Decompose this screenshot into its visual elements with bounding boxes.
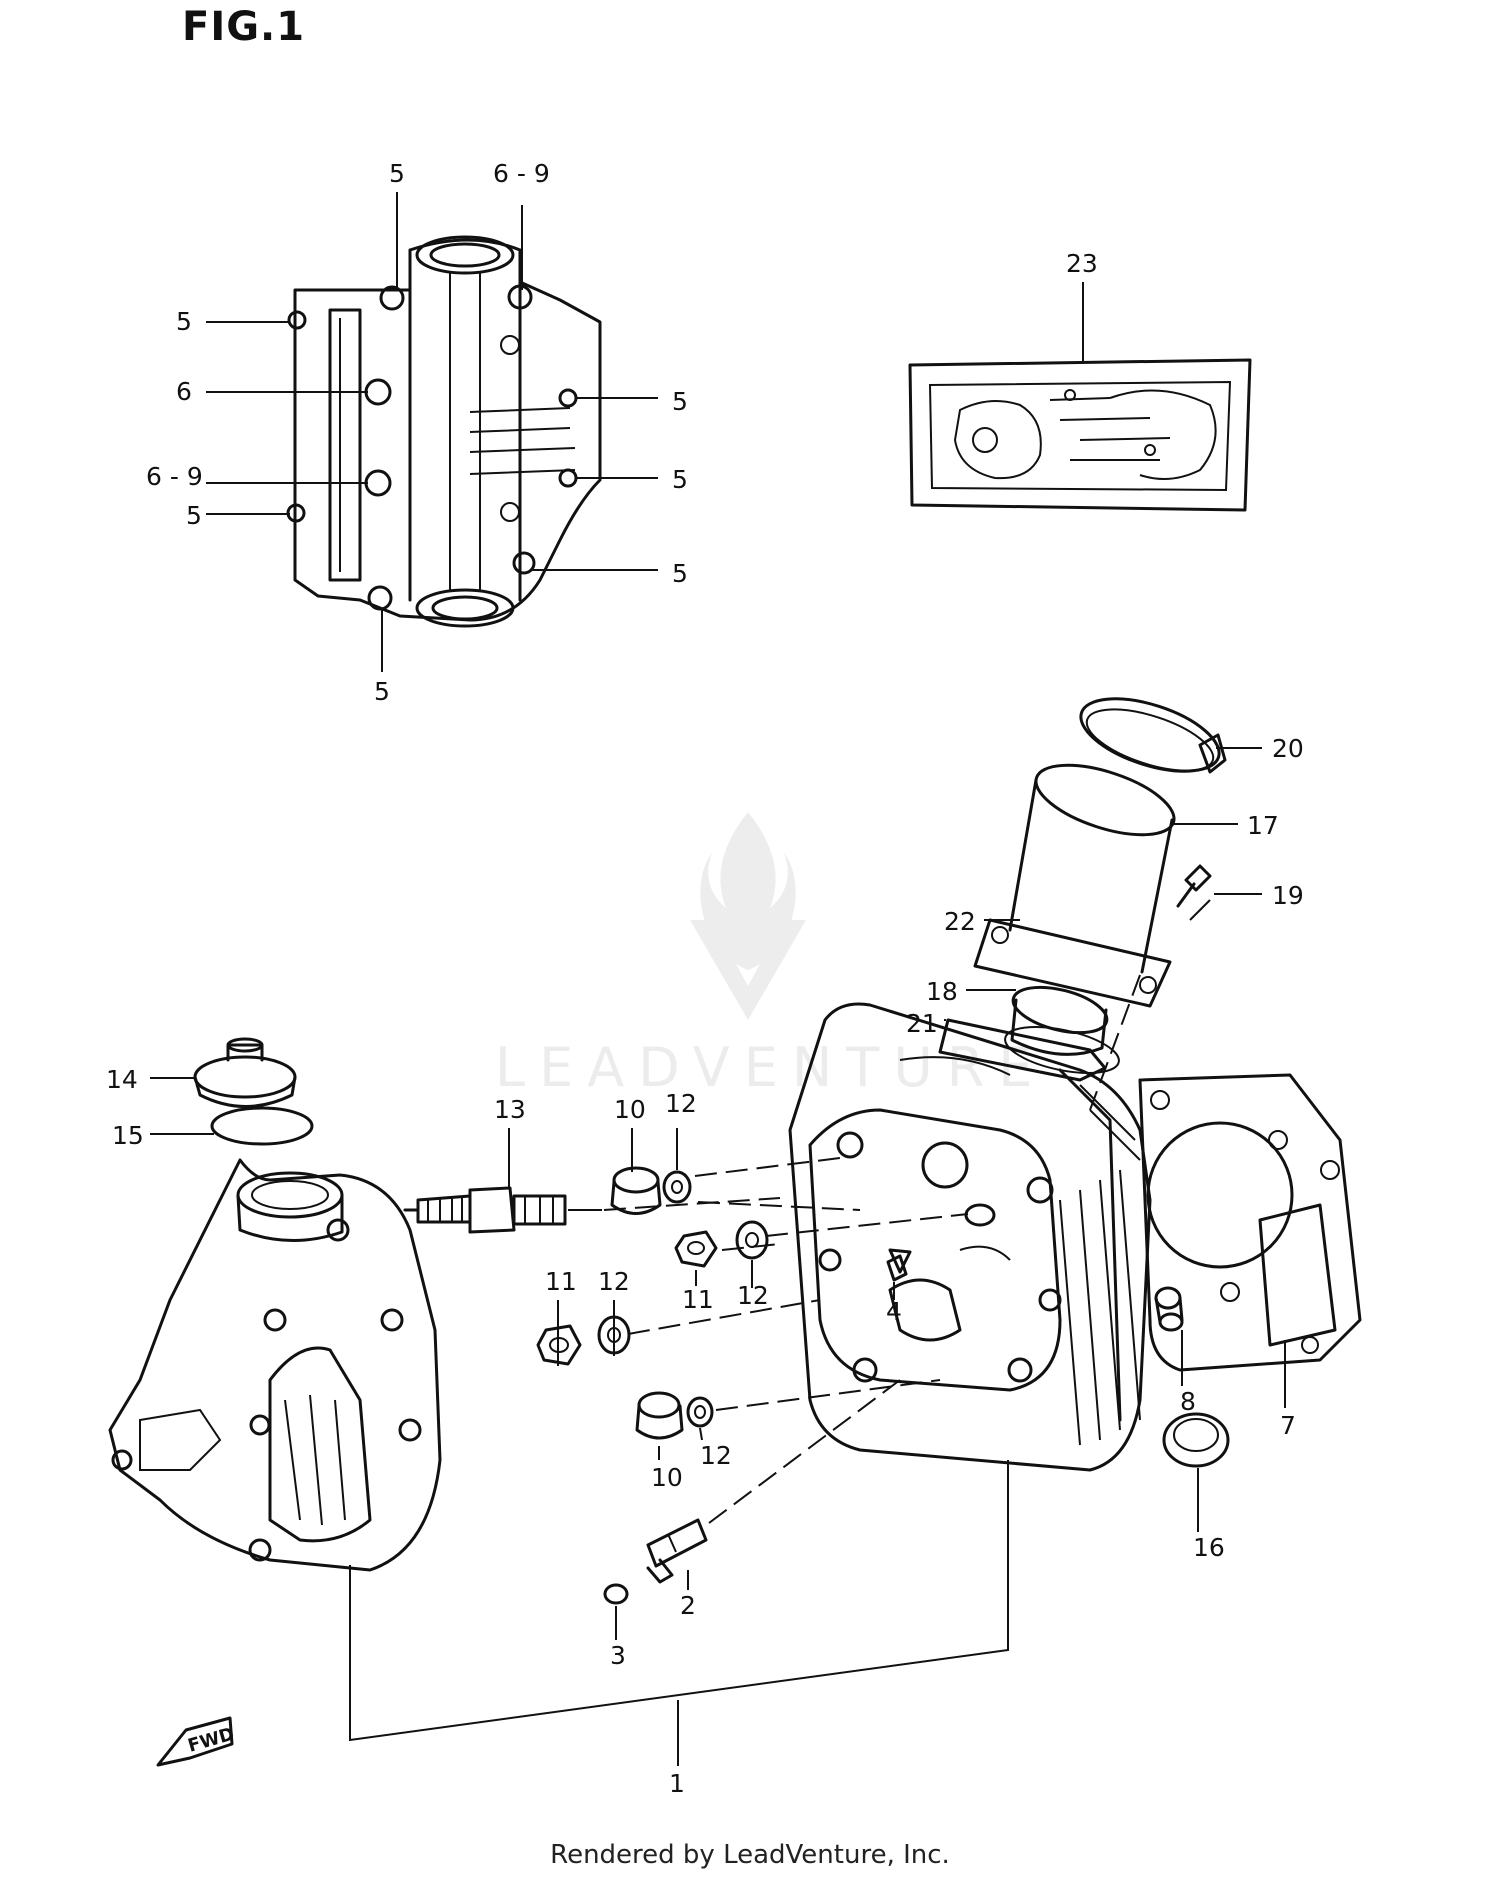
callout-5-left-b: 5: [186, 501, 202, 530]
callout-20: 20: [1272, 734, 1304, 763]
callout-11-upper: 11: [682, 1285, 714, 1314]
callout-3: 3: [610, 1641, 626, 1670]
valve-guide-2: [646, 1518, 708, 1584]
callout-6-left: 6: [176, 377, 192, 406]
cap-nut-10-upper: [610, 1166, 662, 1215]
watermark-logo: LEADVENTURE: [495, 812, 1046, 1099]
small-part-leaders: [557, 1128, 895, 1640]
filler-plug-14: [193, 1037, 297, 1108]
stud-4: [886, 1254, 908, 1282]
callout-5-left-a: 5: [176, 307, 192, 336]
cap-plug-16: [1162, 1412, 1230, 1468]
callout-5-top: 5: [389, 159, 405, 188]
callout-23: 23: [1066, 249, 1098, 278]
callout-10-upper: 10: [614, 1095, 646, 1124]
gasket-set-23: [908, 358, 1252, 512]
callout-15: 15: [112, 1121, 144, 1150]
callout-21: 21: [906, 1009, 938, 1038]
washer-12-bottom: [686, 1396, 714, 1428]
callout-2: 2: [680, 1591, 696, 1620]
assembly-bracket-1: [349, 1460, 1009, 1766]
callout-6-9-left: 6 - 9: [146, 462, 203, 491]
side-cover: [108, 1158, 442, 1572]
callout-labels: 5 6 - 9 5 6 6 - 9 5 5 5 5 5 23 20 17 19 …: [106, 159, 1304, 1798]
forward-arrow: FWD: [156, 1716, 237, 1767]
footer-credit: Rendered by LeadVenture, Inc.: [550, 1840, 950, 1870]
intake-pipe-17: [973, 763, 1176, 1056]
cylinder-head: [788, 1002, 1152, 1472]
callout-7: 7: [1280, 1411, 1296, 1440]
cylinder-gasket-7: [1138, 1073, 1362, 1372]
washer-12-upper: [662, 1170, 692, 1204]
callout-12-upper: 12: [665, 1089, 697, 1118]
callout-8: 8: [1180, 1387, 1196, 1416]
o-ring-18: [1004, 1026, 1120, 1074]
callout-17: 17: [1247, 811, 1279, 840]
callout-12-mid: 12: [737, 1281, 769, 1310]
callout-14: 14: [106, 1065, 138, 1094]
head-cover-top-view: [286, 235, 602, 628]
callout-13: 13: [494, 1095, 526, 1124]
callout-12-bottom: 12: [700, 1441, 732, 1470]
callout-12-lower: 12: [598, 1267, 630, 1296]
callout-6-9-top: 6 - 9: [493, 159, 550, 188]
assembly-lines: [603, 1157, 969, 1524]
callout-18: 18: [926, 977, 958, 1006]
intake-leaders: [944, 747, 1262, 1111]
figure-title: FIG.1: [182, 4, 306, 50]
spark-plug-13: [403, 1186, 567, 1234]
cap-nut-10-lower: [635, 1391, 684, 1440]
nut-11-upper: [674, 1230, 718, 1268]
callout-5-right-b: 5: [672, 465, 688, 494]
washer-12-mid: [735, 1220, 769, 1260]
dowel-pin-8: [1154, 1286, 1184, 1332]
callout-11-lower: 11: [545, 1267, 577, 1296]
callout-16: 16: [1193, 1533, 1225, 1562]
callout-5-right-c: 5: [672, 559, 688, 588]
inset-leaders: [206, 192, 658, 672]
circlip-3: [603, 1583, 629, 1605]
callout-5-right-a: 5: [672, 387, 688, 416]
callout-5-bottom: 5: [374, 677, 390, 706]
intake-clamp-20: [1079, 697, 1227, 774]
callout-22: 22: [944, 907, 976, 936]
callout-4: 4: [886, 1297, 902, 1326]
screw-19: [1176, 864, 1212, 908]
callout-19: 19: [1272, 881, 1304, 910]
callout-10-lower: 10: [651, 1463, 683, 1492]
callout-1: 1: [669, 1769, 685, 1798]
watermark-text: LEADVENTURE: [495, 1036, 1046, 1099]
o-ring-15: [210, 1106, 314, 1146]
